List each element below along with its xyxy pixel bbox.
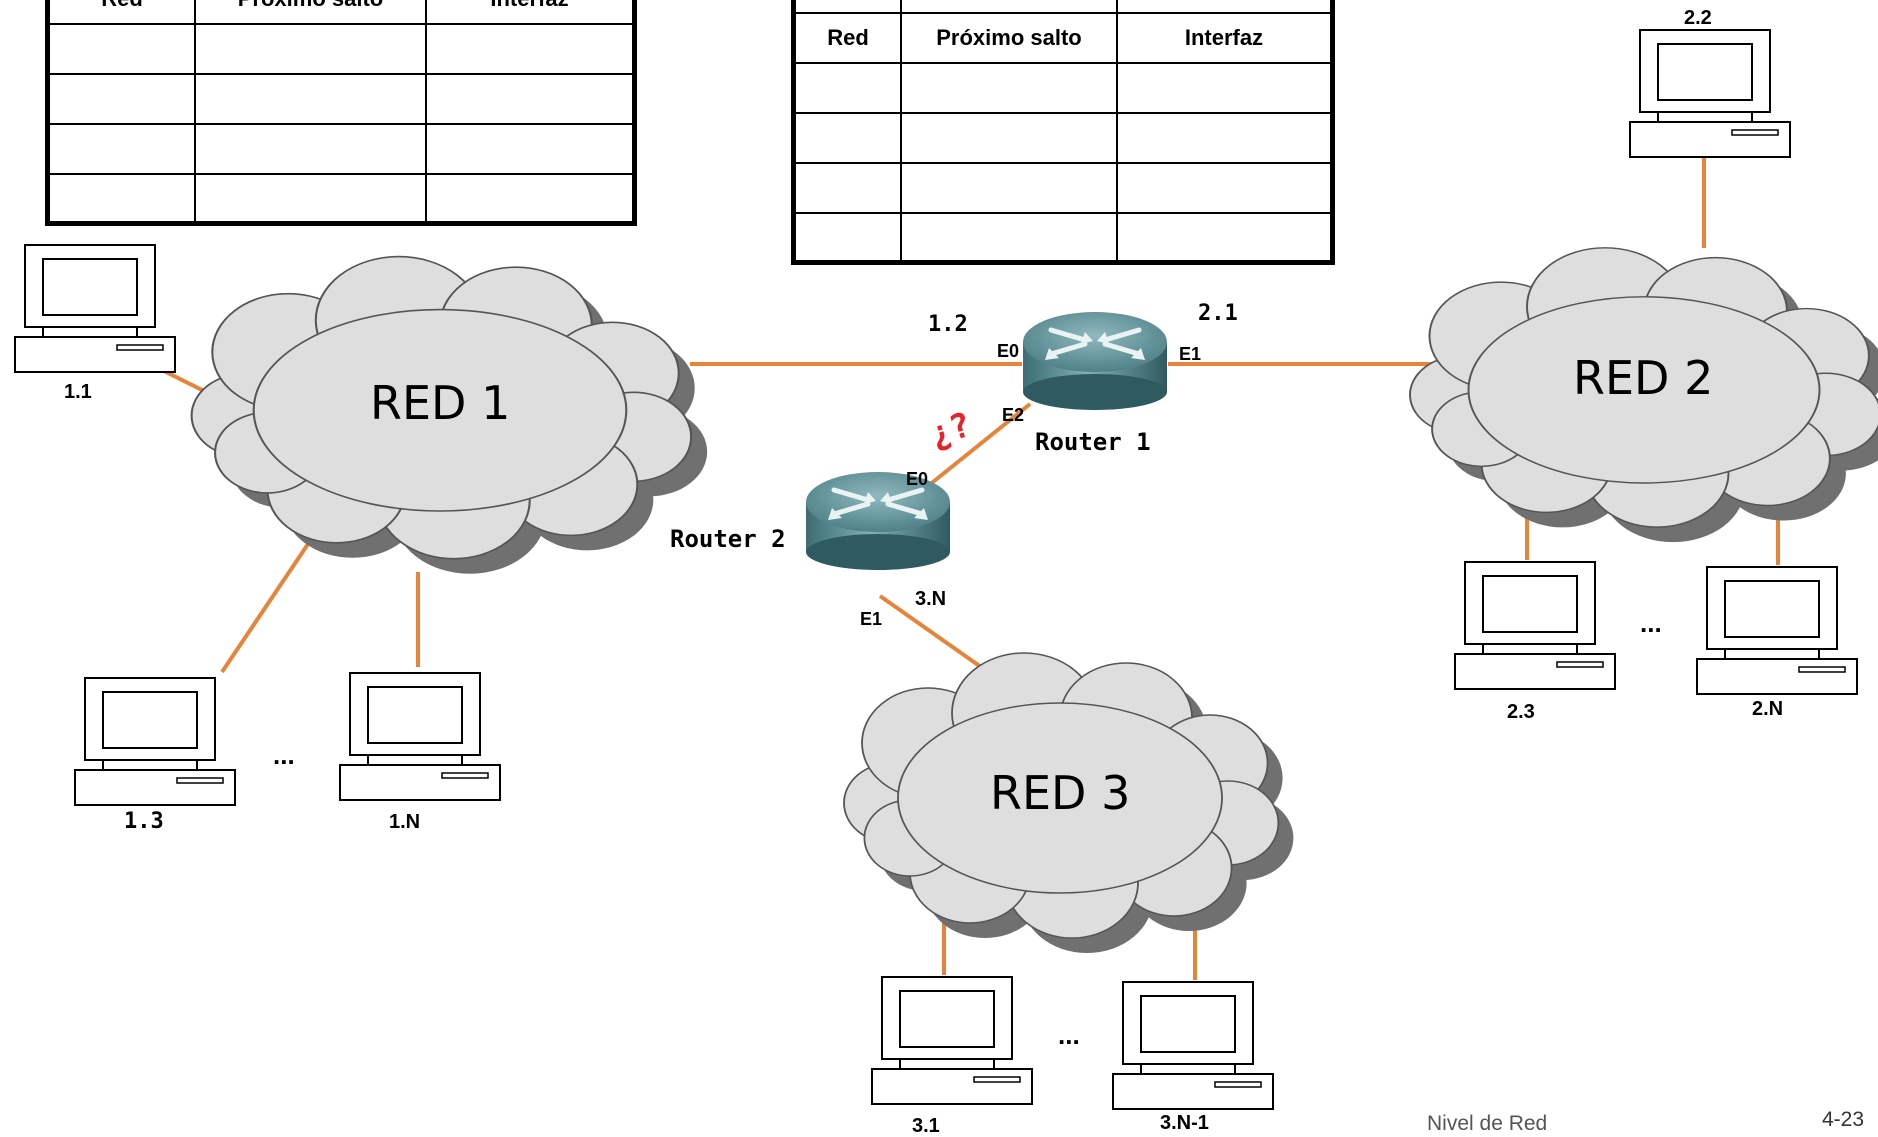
router-2-e1-label: E1 [860, 609, 883, 629]
host-1-1-computer-icon [14, 244, 176, 373]
table-header-row: Red Próximo salto Interfaz [792, 11, 1334, 64]
router-1-e1-address: 2.1 [1198, 301, 1238, 326]
ellipsis-red3: ... [1058, 1020, 1080, 1050]
network-label-red1: RED 1 [370, 376, 511, 430]
router-1-e2-label: E2 [1002, 405, 1025, 425]
footer-title: Nivel de Red [1427, 1112, 1548, 1135]
table-row [792, 111, 1334, 164]
table-row [46, 172, 636, 225]
host-label-1-1: 1.1 [64, 381, 92, 403]
host-label-3-1: 3.1 [912, 1115, 940, 1137]
table-row [46, 22, 636, 75]
routing-table-left: Red Próximo salto Interfaz [45, 0, 637, 226]
host-label-2-2: 2.2 [1684, 7, 1712, 29]
host-label-2-3: 2.3 [1507, 701, 1535, 723]
table-row [792, 211, 1334, 264]
router-2 [806, 472, 950, 570]
table-row [792, 61, 1334, 114]
router-2-e0-label: E0 [906, 469, 929, 489]
host-3-n1-computer-icon [1112, 981, 1274, 1110]
routing-table-right: Red Próximo salto Interfaz [791, 0, 1335, 265]
link-h1-3 [220, 542, 310, 674]
ellipsis-red1: ... [273, 740, 295, 770]
table-row [792, 161, 1334, 214]
header-proximo-salto: Próximo salto [900, 11, 1118, 64]
router-1-label: Router 1 [1035, 428, 1151, 456]
header-interfaz: Interfaz [1116, 11, 1334, 64]
host-label-2-n: 2.N [1752, 698, 1784, 720]
header-interfaz: Interfaz [425, 0, 636, 25]
host-label-3-n1: 3.N-1 [1160, 1112, 1209, 1134]
router-2-e1-address: 3.N [915, 588, 947, 610]
host-2-3-computer-icon [1454, 561, 1616, 690]
router-1-e0-address: 1.2 [928, 312, 968, 337]
router-1-e1-label: E1 [1179, 344, 1202, 364]
table-header-row: Red Próximo salto Interfaz [46, 0, 636, 25]
host-label-1-3: 1.3 [124, 809, 164, 834]
network-label-red3: RED 3 [990, 766, 1131, 820]
network-label-red2: RED 2 [1573, 351, 1714, 405]
link-router1-router2 [916, 402, 1032, 496]
router-1 [1023, 312, 1167, 410]
host-2-n-computer-icon [1696, 566, 1858, 695]
table-top-row [792, 0, 1334, 14]
table-row [46, 122, 636, 175]
host-label-1-n: 1.N [389, 811, 421, 833]
header-red: Red [46, 0, 196, 25]
host-1-n-computer-icon [339, 672, 501, 801]
host-2-2-computer-icon [1629, 29, 1791, 158]
router-2-label: Router 2 [670, 525, 786, 553]
host-3-1-computer-icon [871, 976, 1033, 1105]
table-row [46, 72, 636, 125]
router-1-e0-label: E0 [997, 341, 1020, 361]
host-1-3-computer-icon [74, 677, 236, 806]
header-proximo-salto: Próximo salto [194, 0, 427, 25]
page-number: 4-23 [1822, 1108, 1865, 1131]
header-red: Red [792, 11, 902, 64]
ellipsis-red2: ... [1640, 608, 1662, 638]
